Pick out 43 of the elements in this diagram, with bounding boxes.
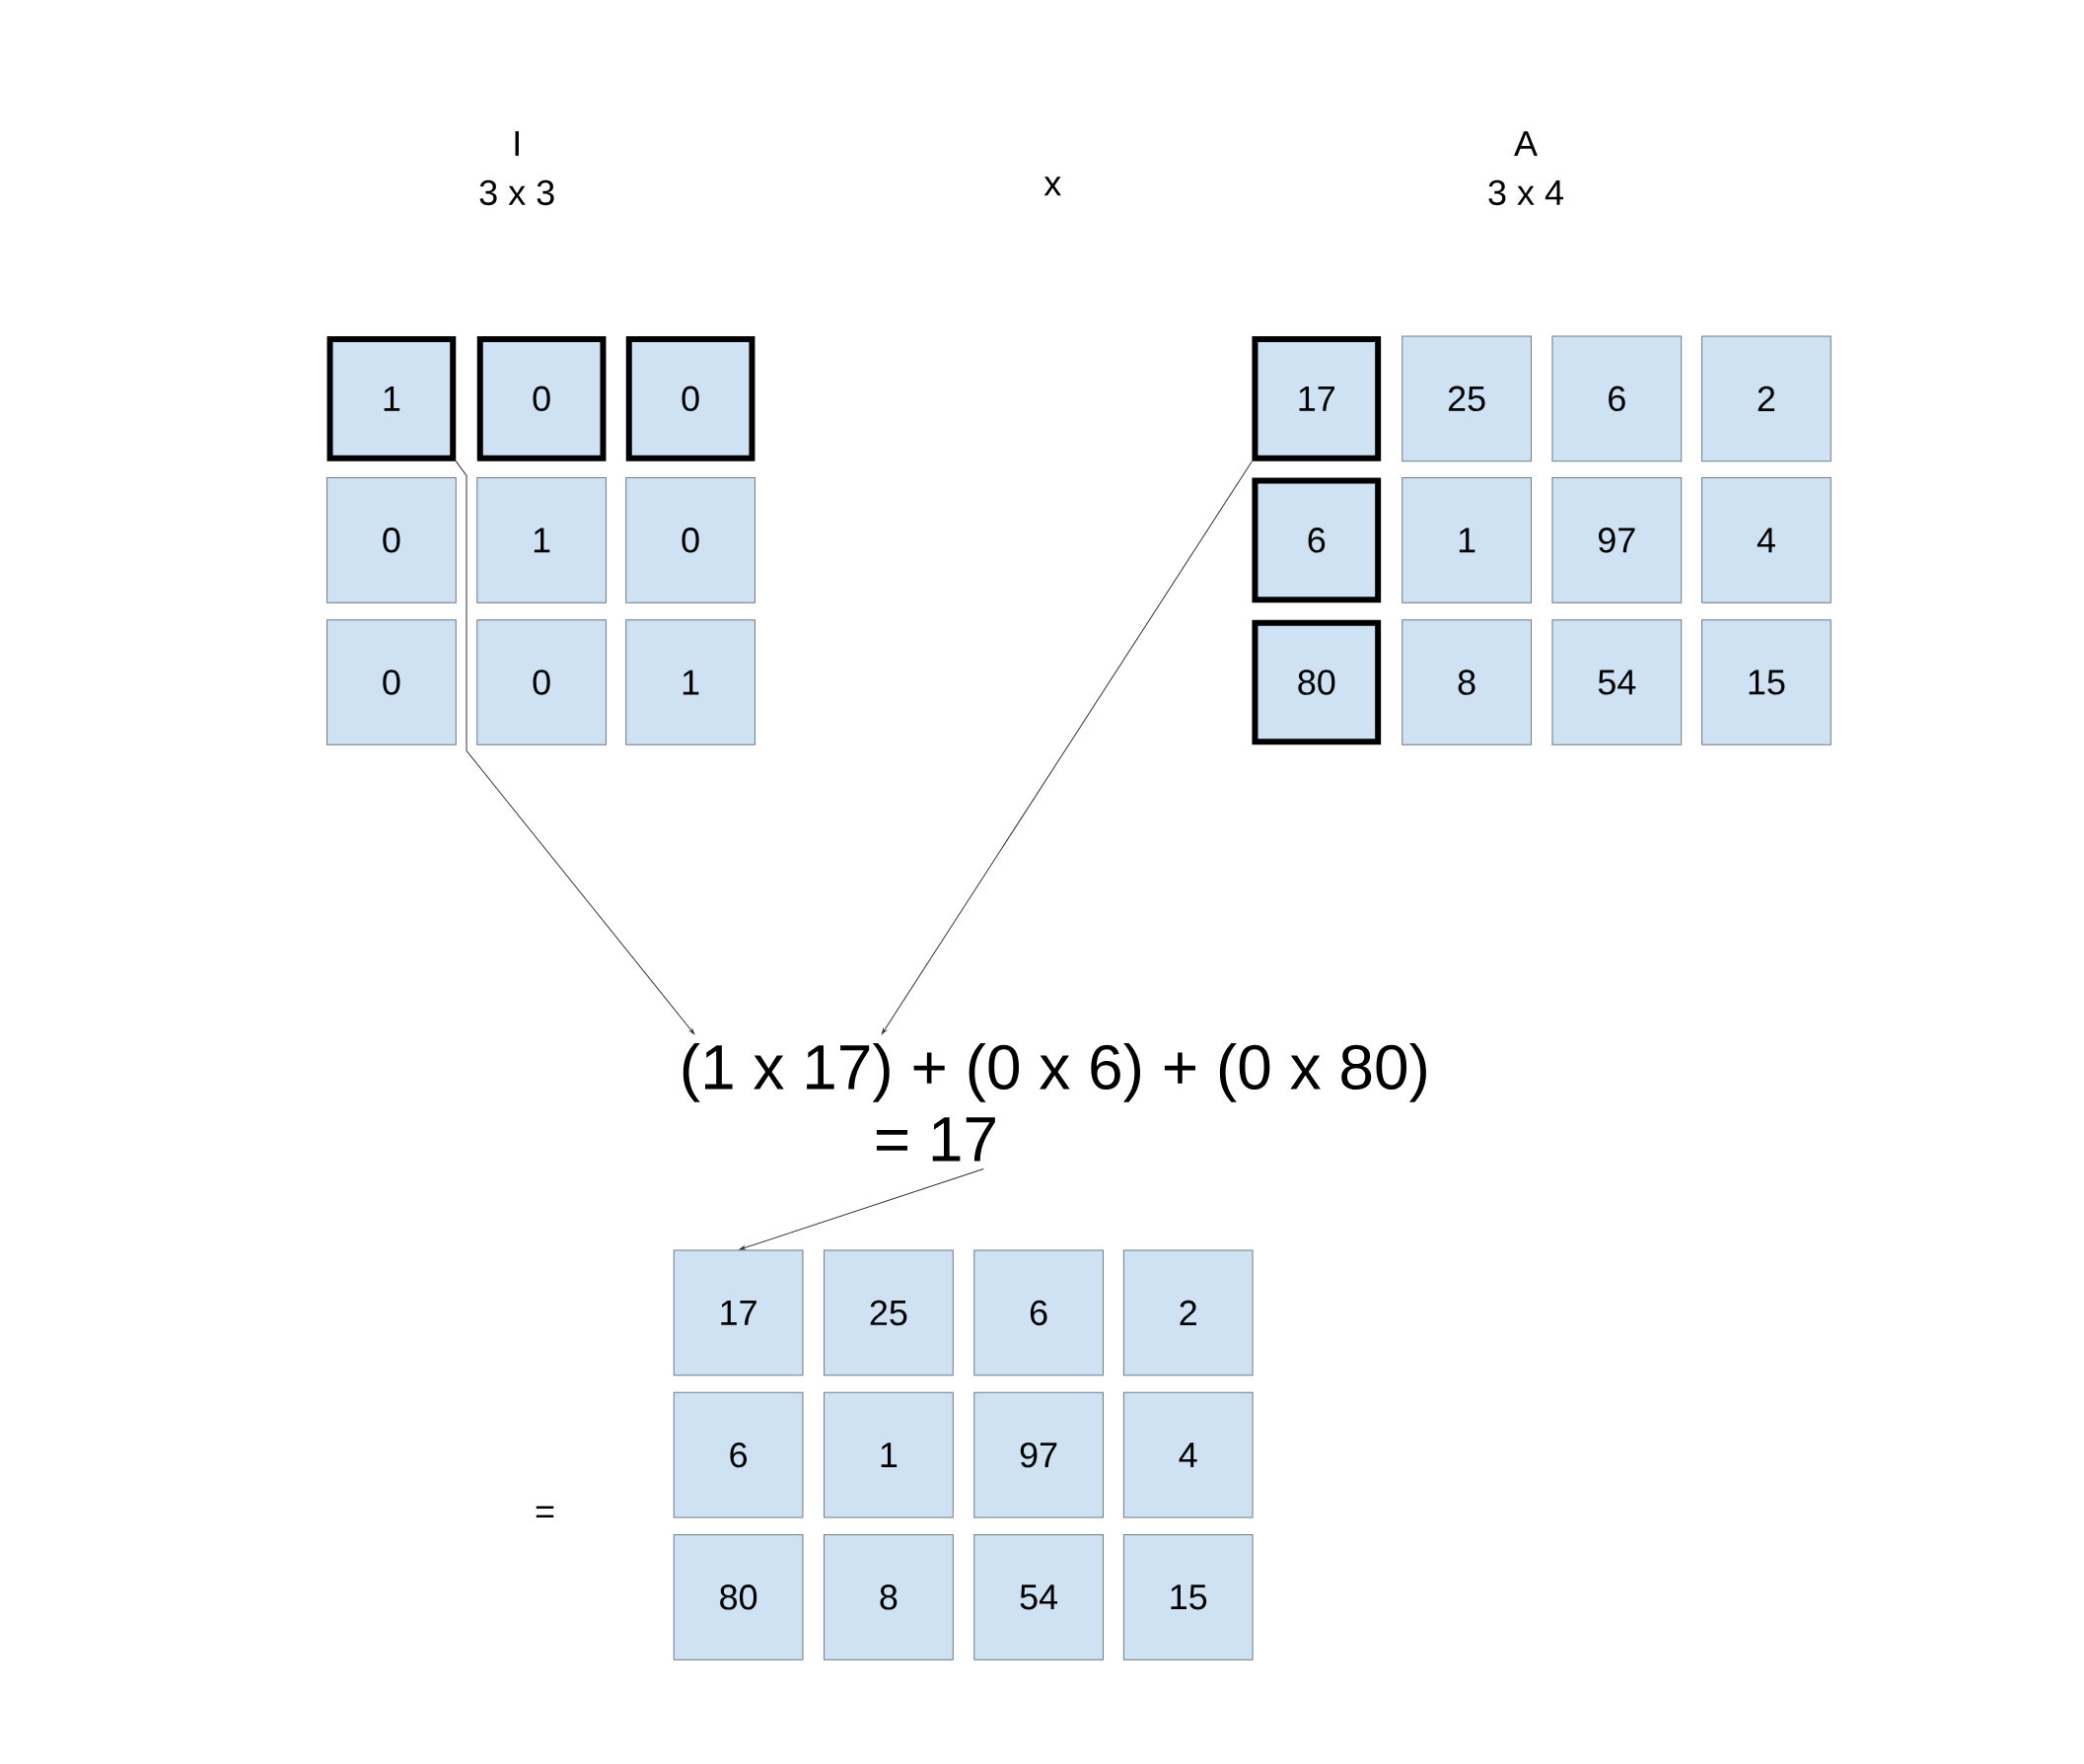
matrix-cell: 2 xyxy=(1122,1249,1254,1376)
arrow xyxy=(881,460,1253,1034)
matrix-cell: 6 xyxy=(1551,335,1683,462)
matrix-cell: 0 xyxy=(326,476,457,603)
matrix-cell: 1 xyxy=(824,1391,954,1518)
matrix-cell: 17 xyxy=(673,1249,804,1376)
arrow xyxy=(739,1168,984,1250)
matrix-cell: 6 xyxy=(973,1249,1104,1376)
matrix-cell: 15 xyxy=(1122,1533,1254,1660)
matrix-cell: 54 xyxy=(973,1533,1104,1660)
matrix-name: I xyxy=(515,131,519,156)
matrix-cell: 1 xyxy=(476,476,607,603)
matrix-cell: 97 xyxy=(973,1391,1104,1518)
matrix-cell: 25 xyxy=(1401,335,1532,462)
matrix-cell: 0 xyxy=(326,619,457,745)
equals-sign: = xyxy=(536,1506,554,1517)
matrix-cell: 15 xyxy=(1701,619,1832,745)
matrix-name: A xyxy=(1514,131,1538,156)
matrix-cell: 0 xyxy=(625,476,755,603)
matrix-size: 3 x 4 xyxy=(1488,179,1563,206)
matrix-cell: 6 xyxy=(1252,477,1382,603)
matrix-cell: 1 xyxy=(326,335,457,461)
matrix-cell: 54 xyxy=(1551,619,1683,745)
arrow xyxy=(455,460,695,1034)
matrix-cell: 4 xyxy=(1122,1391,1254,1518)
matrix-cell: 8 xyxy=(1401,619,1532,745)
matrix-cell: 0 xyxy=(476,619,607,745)
matrix-cell: 25 xyxy=(824,1249,954,1376)
matrix-cell: 0 xyxy=(476,335,607,461)
matrix-cell: 1 xyxy=(1401,476,1532,603)
matrix-cell: 80 xyxy=(673,1533,804,1660)
formula-text: (1 x 17) + (0 x 6) + (0 x 80) = 17 xyxy=(683,1043,1426,1162)
matrix-cell: 4 xyxy=(1701,476,1832,603)
matrix-cell: 1 xyxy=(625,619,755,745)
matrix-cell: 8 xyxy=(824,1533,954,1660)
matrix-cell: 6 xyxy=(673,1391,804,1518)
multiply-sign: x xyxy=(1043,176,1061,196)
matrix-size: 3 x 3 xyxy=(479,179,554,206)
matrix-cell: 0 xyxy=(625,335,755,461)
matrix-cell: 80 xyxy=(1252,619,1382,745)
matrix-cell: 2 xyxy=(1701,335,1832,462)
matrix-cell: 17 xyxy=(1252,335,1382,461)
matrix-cell: 97 xyxy=(1551,476,1683,603)
